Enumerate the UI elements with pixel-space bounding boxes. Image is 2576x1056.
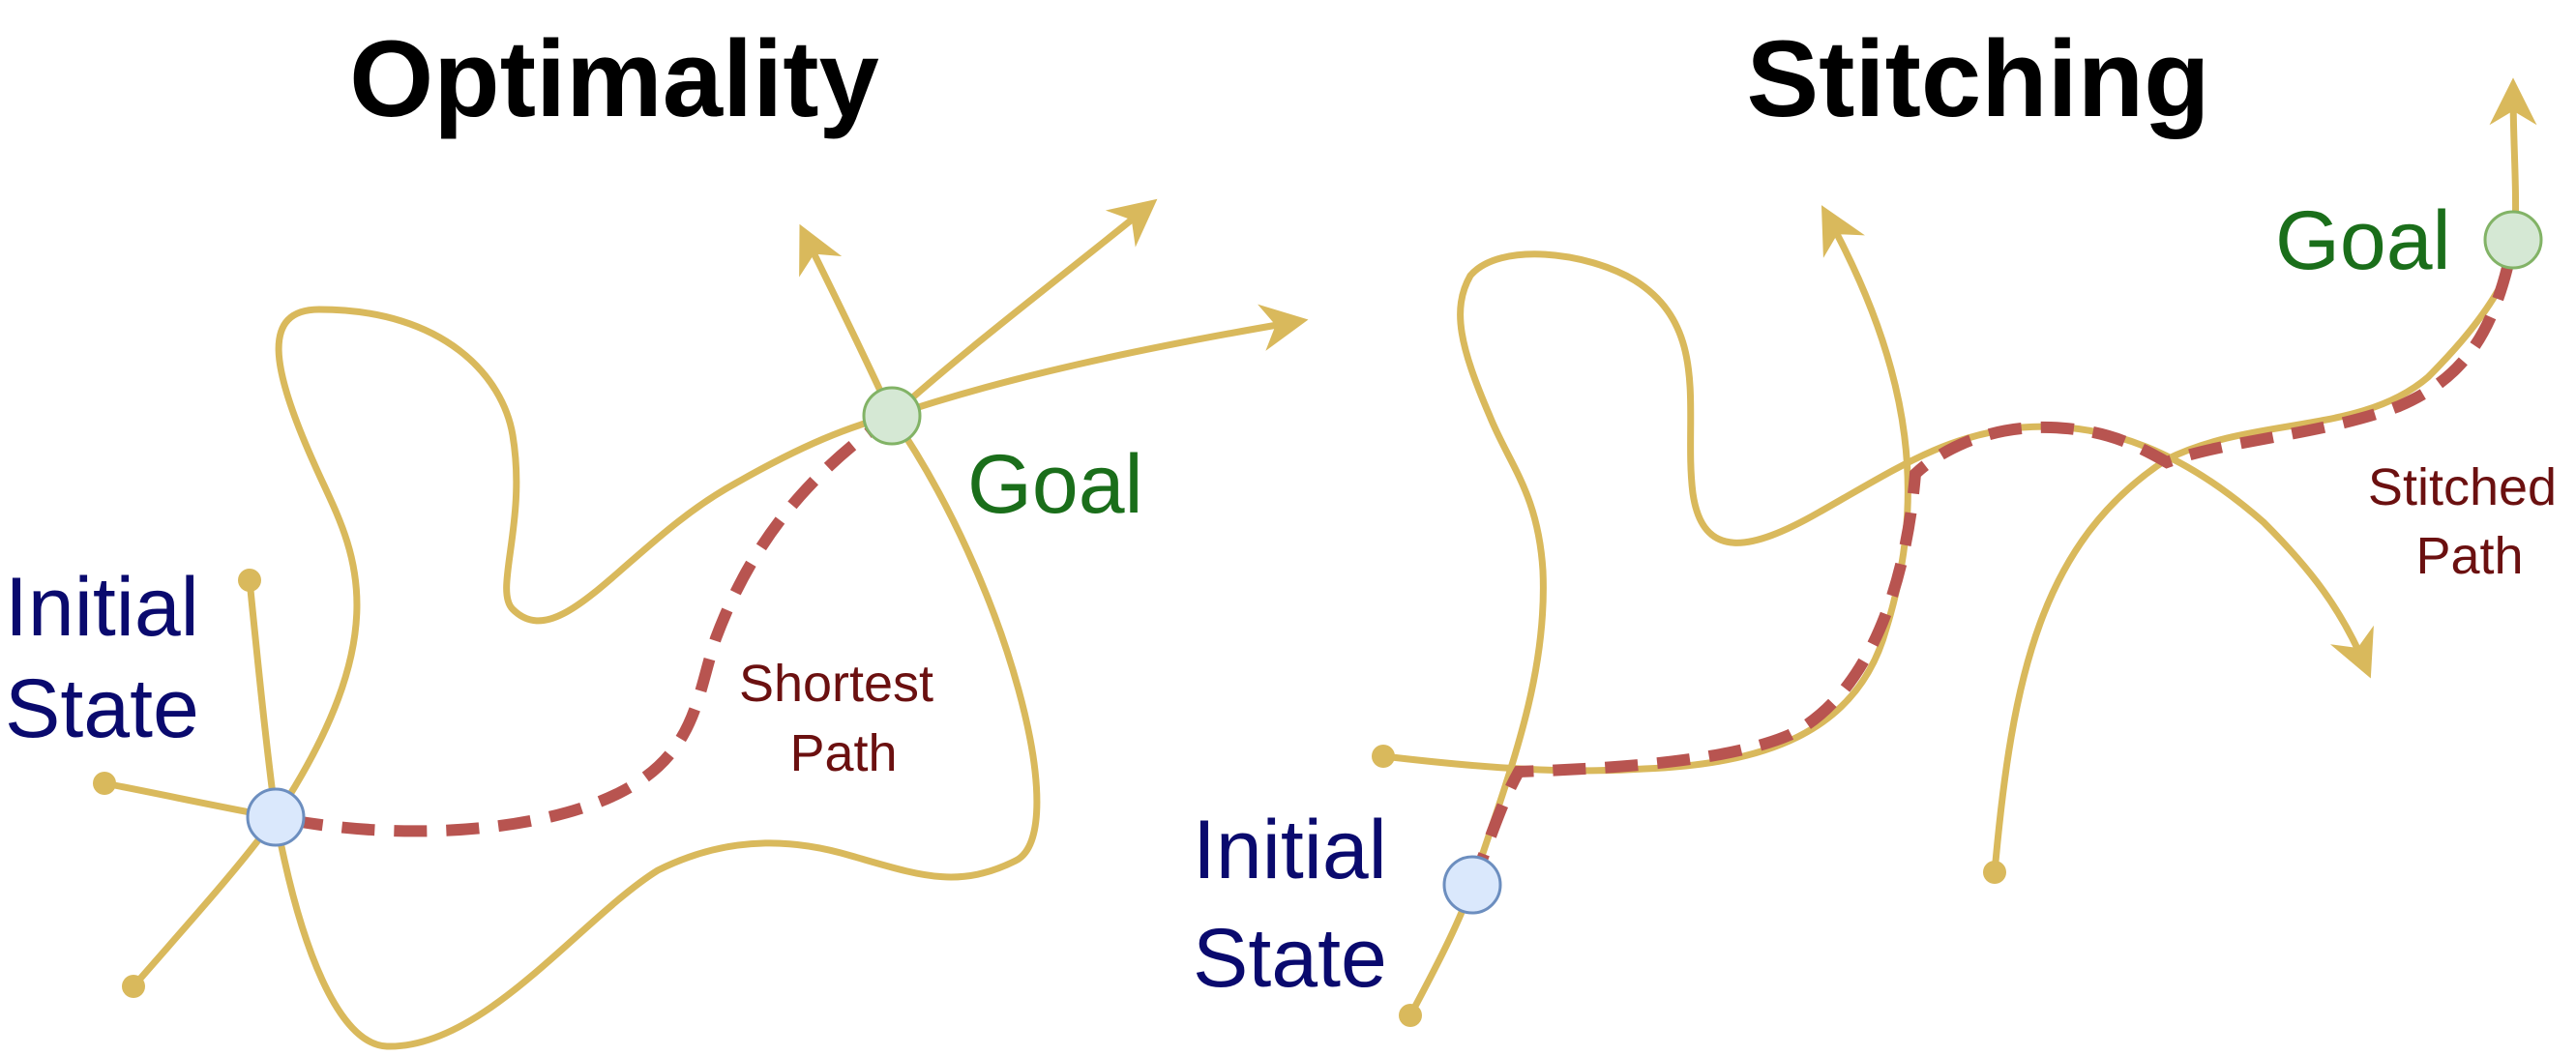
initial-state-node-stitching bbox=[1442, 855, 1502, 915]
initial-label-line-2: State bbox=[1193, 912, 1387, 1005]
start-dot-initial bbox=[1399, 1004, 1422, 1027]
shortest-path-dashed bbox=[288, 411, 896, 837]
shortest-path-label-line-1: Shortest bbox=[739, 655, 933, 713]
start-dot-bottom bbox=[1983, 861, 2006, 884]
stitched-path-label-line-2: Path bbox=[2415, 527, 2523, 585]
trajectory-stub-bottom bbox=[130, 813, 280, 990]
trajectory-loop-lower bbox=[272, 412, 1041, 1050]
shortest-path-label-line-2: Path bbox=[789, 724, 897, 782]
shortest-path-label: Shortest Path bbox=[739, 655, 948, 782]
trajectory-b bbox=[1379, 205, 1911, 775]
trajectory-arrow-right bbox=[888, 304, 1309, 420]
trajectory-stub-top bbox=[246, 576, 280, 821]
start-dot-top bbox=[238, 569, 261, 592]
stitched-path-dashed bbox=[1466, 240, 2519, 888]
initial-state-label-optimality: Initial State bbox=[5, 561, 222, 755]
start-dot-left bbox=[1372, 745, 1395, 768]
initial-label-line-1: Initial bbox=[1193, 804, 1387, 896]
start-dot-bottom bbox=[122, 975, 145, 998]
goal-label-stitching: Goal bbox=[2275, 194, 2451, 287]
trajectory-loop-upper bbox=[272, 306, 896, 821]
goal-node-optimality bbox=[862, 386, 922, 446]
panel-title-stitching: Stitching bbox=[1746, 18, 2209, 139]
panel-optimality: Optimality Initial State Goal bbox=[5, 18, 1309, 1050]
start-dot-left bbox=[93, 772, 116, 795]
trajectory-arrow-up bbox=[799, 223, 896, 420]
goal-label-optimality: Goal bbox=[967, 438, 1143, 531]
initial-label-line-2: State bbox=[5, 662, 199, 755]
stitched-path-label: Stitched Path bbox=[2368, 458, 2571, 585]
panel-title-optimality: Optimality bbox=[349, 18, 879, 139]
initial-label-line-1: Initial bbox=[5, 561, 199, 654]
stitched-path-label-line-1: Stitched bbox=[2368, 458, 2557, 516]
panel-stitching: Stitching Initial State Goal Stitched Pa… bbox=[1193, 18, 2571, 1027]
trajectory-arrow-upright bbox=[888, 198, 1158, 420]
initial-state-label-stitching: Initial State bbox=[1193, 804, 1410, 1005]
goal-node-stitching bbox=[2483, 210, 2543, 270]
trajectories-optimality bbox=[101, 198, 1309, 1050]
initial-state-node-optimality bbox=[246, 787, 306, 847]
